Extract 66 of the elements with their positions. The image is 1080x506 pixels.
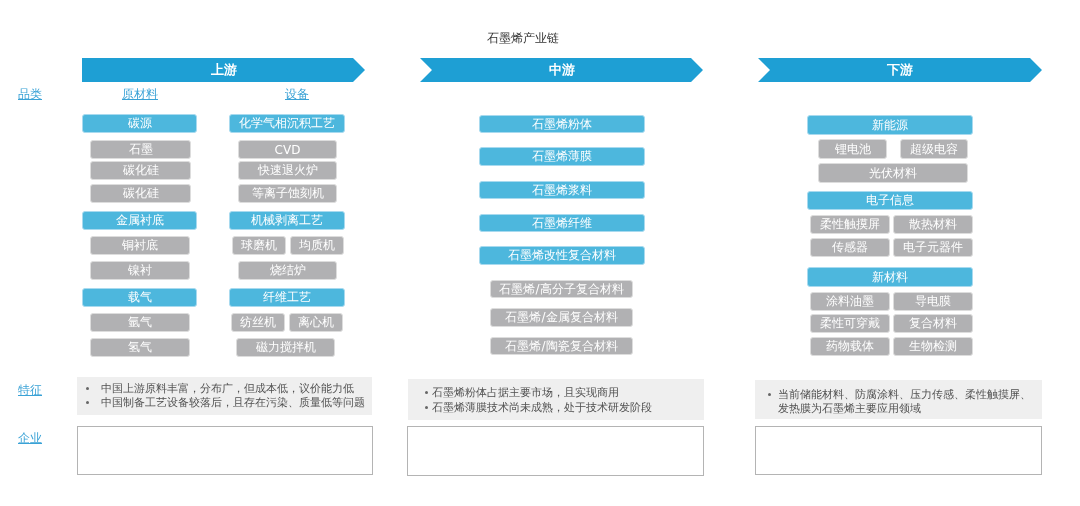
item-tag: 烧结炉 xyxy=(238,261,337,280)
category-header: 石墨烯纤维 xyxy=(479,214,645,232)
item-tag: 石墨烯/金属复合材料 xyxy=(490,308,633,327)
item-tag: 快速退火炉 xyxy=(238,161,337,180)
bullet-text: 中国制备工艺设备较落后，且存在污染、质量低等问题 xyxy=(101,395,365,409)
category-header: 新材料 xyxy=(807,267,973,287)
item-tag: 导电膜 xyxy=(893,292,973,311)
chevron-banner: 下游 xyxy=(758,58,1042,82)
item-tag: 传感器 xyxy=(810,238,890,257)
bullet-text: 石墨烯粉体占据主要市场，且实现商用 xyxy=(432,385,619,400)
item-tag: 散热材料 xyxy=(893,215,973,234)
item-tag: 氢气 xyxy=(90,338,190,357)
category-header: 石墨烯改性复合材料 xyxy=(479,246,645,265)
empty-frame xyxy=(407,426,704,476)
category-header: 化学气相沉积工艺 xyxy=(229,114,345,133)
category-header: 石墨烯粉体 xyxy=(479,115,645,133)
category-header: 石墨烯薄膜 xyxy=(479,147,645,166)
item-tag: 复合材料 xyxy=(893,314,973,333)
row-label: 特征 xyxy=(18,383,42,397)
item-tag: 碳化硅 xyxy=(90,184,191,203)
item-tag: 柔性触摸屏 xyxy=(810,215,890,234)
column-label: 设备 xyxy=(285,87,309,101)
category-header: 金属衬底 xyxy=(82,211,197,230)
category-header: 碳源 xyxy=(82,114,197,133)
item-tag: 超级电容 xyxy=(900,139,968,159)
item-tag: 氩气 xyxy=(90,313,190,332)
category-header: 机械剥离工艺 xyxy=(229,211,345,230)
category-header: 载气 xyxy=(82,288,197,307)
item-tag: 药物载体 xyxy=(810,337,890,356)
item-tag: 石墨烯/高分子复合材料 xyxy=(490,280,633,298)
item-tag: 涂料油墨 xyxy=(810,292,890,311)
item-tag: CVD xyxy=(238,140,337,159)
bullet-text: 当前储能材料、防腐涂料、压力传感、柔性触摸屏、发热膜为石墨烯主要应用领域 xyxy=(778,387,1032,415)
chevron-banner: 中游 xyxy=(420,58,703,82)
item-tag: 锂电池 xyxy=(818,139,887,159)
item-tag: 石墨 xyxy=(90,140,191,159)
category-header: 石墨烯浆料 xyxy=(479,181,645,199)
bullet-text: 石墨烯薄膜技术尚未成熟，处于技术研发阶段 xyxy=(432,400,652,415)
column-label: 原材料 xyxy=(122,87,158,101)
item-tag: 生物检测 xyxy=(893,337,973,356)
note-panel xyxy=(755,380,1042,419)
row-label: 品类 xyxy=(18,87,42,101)
category-header: 纤维工艺 xyxy=(229,288,345,307)
item-tag: 等离子蚀刻机 xyxy=(238,184,337,203)
item-tag: 电子元器件 xyxy=(893,238,973,257)
chevron-banner: 上游 xyxy=(82,58,365,82)
item-tag: 碳化硅 xyxy=(90,161,191,180)
item-tag: 柔性可穿戴 xyxy=(810,314,890,333)
empty-frame xyxy=(755,426,1042,475)
category-header: 电子信息 xyxy=(807,191,973,210)
item-tag: 磁力搅拌机 xyxy=(236,338,335,357)
item-tag: 纺丝机 xyxy=(231,313,285,332)
item-tag: 石墨烯/陶瓷复合材料 xyxy=(490,337,633,355)
row-label: 企业 xyxy=(18,431,42,445)
item-tag: 铜衬底 xyxy=(90,236,190,255)
item-tag: 球磨机 xyxy=(232,236,286,255)
note-panel xyxy=(77,377,372,415)
item-tag: 光伏材料 xyxy=(818,163,968,183)
bullet-text: 中国上游原料丰富，分布广，但成本低，议价能力低 xyxy=(101,381,354,395)
item-tag: 镍衬 xyxy=(90,261,190,280)
note-panel xyxy=(408,379,704,420)
diagram-title: 石墨烯产业链 xyxy=(487,31,559,45)
category-header: 新能源 xyxy=(807,115,973,135)
empty-frame xyxy=(77,426,373,475)
item-tag: 均质机 xyxy=(290,236,344,255)
item-tag: 离心机 xyxy=(289,313,343,332)
